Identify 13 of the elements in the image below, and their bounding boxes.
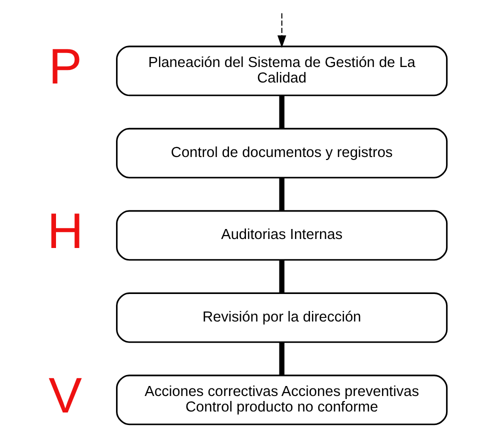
connector	[278, 342, 284, 376]
connector	[278, 260, 284, 294]
node-box: Acciones correctivas Acciones preventivas Control producto no conforme	[116, 374, 448, 426]
arrow	[276, 13, 286, 48]
node-box: Planeación del Sistema de Gestión de La Calidad	[116, 46, 448, 96]
node-box: Auditorias Internas	[116, 210, 448, 261]
node-label: H	[46, 202, 83, 259]
node-label: P	[48, 38, 82, 94]
connector	[278, 178, 284, 211]
node-label: V	[48, 367, 82, 424]
node-box: Revisión por la dirección	[116, 292, 448, 343]
connector	[278, 96, 284, 129]
node-box: Control de documentos y registros	[116, 128, 448, 178]
